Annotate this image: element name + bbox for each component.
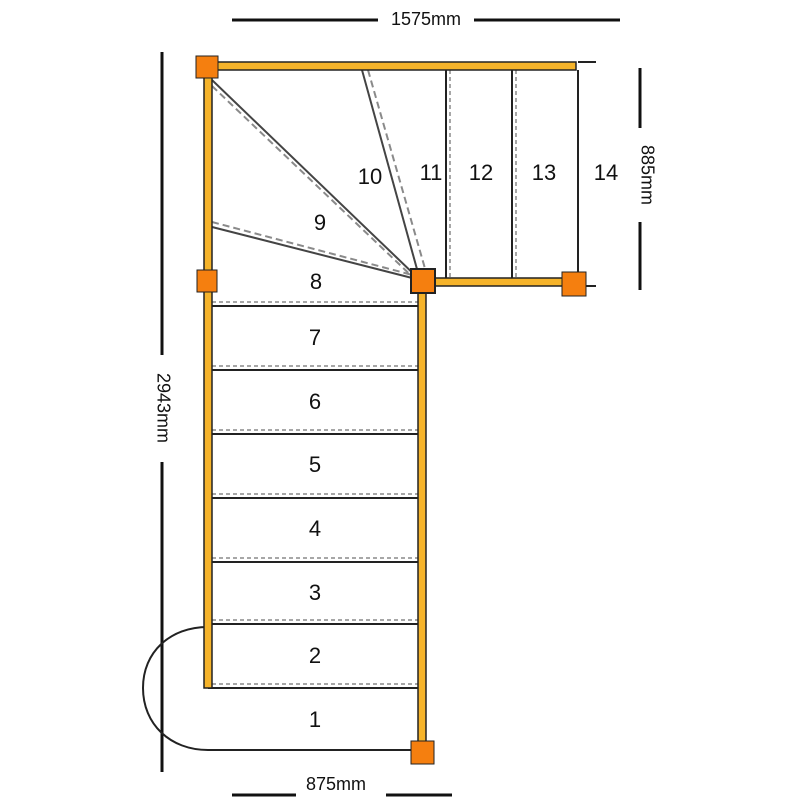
newel-post xyxy=(410,740,435,765)
dimension-bottom: 875mm xyxy=(232,774,452,797)
upper-treads xyxy=(445,61,596,287)
tread-number-3: 3 xyxy=(309,580,321,605)
dimension-top-label: 1575mm xyxy=(391,9,461,29)
newel-post xyxy=(410,268,436,294)
newel-post xyxy=(196,269,218,293)
newel-posts xyxy=(195,55,587,765)
dimension-left-label: 2943mm xyxy=(153,373,173,443)
tread-number-11: 11 xyxy=(420,160,443,185)
tread-number-10: 10 xyxy=(358,164,382,189)
winder-edge xyxy=(211,79,421,281)
tread-number-13: 13 xyxy=(532,160,556,185)
bullnose-step-outline xyxy=(141,626,209,751)
handrail-landing xyxy=(419,277,573,287)
newel-post xyxy=(561,271,587,297)
tread-number-5: 5 xyxy=(309,452,321,477)
tread-number-9: 9 xyxy=(314,210,326,235)
winder-edge xyxy=(211,226,421,281)
handrails xyxy=(203,61,577,753)
dimension-bottom-label: 875mm xyxy=(306,774,366,794)
handrail-left xyxy=(203,65,213,689)
nosing-line xyxy=(367,69,427,273)
dimension-right-label: 885mm xyxy=(637,145,657,205)
tread-number-8: 8 xyxy=(310,269,322,294)
straight-treads xyxy=(212,301,418,685)
winder-edge xyxy=(361,69,421,281)
dimension-right: 885mm xyxy=(637,68,657,290)
tread-number-14: 14 xyxy=(594,160,618,185)
handrail-inner xyxy=(417,279,427,753)
nosing-line xyxy=(211,221,421,278)
tread-number-1: 1 xyxy=(309,707,321,732)
nosing-line xyxy=(211,85,421,285)
tread-numbers: 1 2 3 4 5 6 7 8 9 10 11 12 13 14 xyxy=(309,160,618,732)
tread-number-12: 12 xyxy=(469,160,493,185)
tread-number-2: 2 xyxy=(309,643,321,668)
tread-number-6: 6 xyxy=(309,389,321,414)
tread-number-7: 7 xyxy=(309,325,321,350)
winder-treads xyxy=(211,69,427,285)
dimension-top: 1575mm xyxy=(232,9,620,29)
tread-number-4: 4 xyxy=(309,516,321,541)
handrail-top xyxy=(203,61,577,71)
newel-post xyxy=(195,55,219,79)
dimension-left: 2943mm xyxy=(153,52,173,772)
